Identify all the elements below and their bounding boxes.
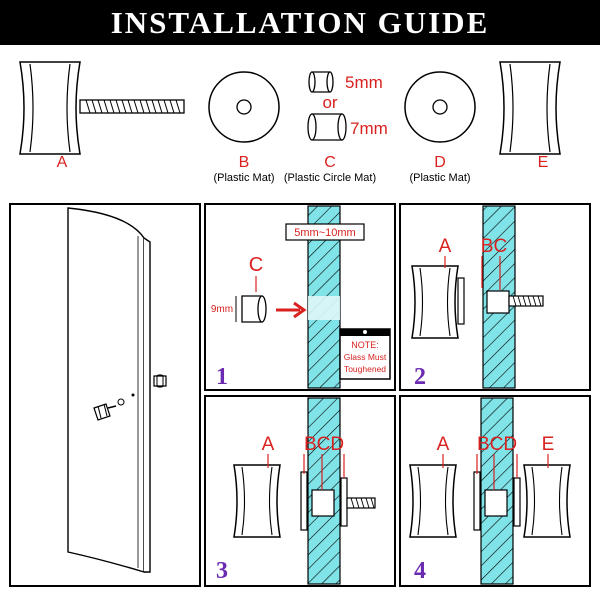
part-c-size-5mm: 5mm [345, 73, 383, 92]
step-3-panel: A BCD 3 [204, 395, 396, 587]
step-number: 1 [216, 364, 228, 390]
installation-diagram: A B (Plastic Mat) 5mm or 7mm C (Plastic … [9, 61, 591, 587]
part-a-letter: A [57, 154, 68, 171]
door-knob-outer [153, 374, 167, 388]
parts-bcd-label: BCD [304, 434, 344, 455]
part-e-label: E [542, 434, 555, 455]
part-c-label: C [249, 254, 263, 276]
door-overview-panel [9, 203, 201, 587]
step-number: 4 [414, 558, 426, 584]
parts-bcd-label: BCD [477, 434, 517, 455]
part-d-desc: (Plastic Mat) [409, 172, 470, 184]
part-c-or: or [322, 93, 337, 112]
parts-bc-label: BC [481, 236, 507, 257]
page-title: INSTALLATION GUIDE [0, 0, 600, 45]
part-d-letter: D [434, 154, 446, 171]
step-1-panel: 5mm~10mm C 9mm NOTE: Glass Must Toughene… [204, 203, 396, 391]
part-a-label: A [262, 434, 275, 455]
note-title: NOTE: [351, 340, 379, 350]
step-number: 2 [414, 364, 426, 390]
part-c-desc: (Plastic Circle Mat) [284, 172, 376, 184]
part-c-letter: C [324, 154, 336, 171]
step-number: 3 [216, 558, 228, 584]
part-b-letter: B [239, 154, 250, 171]
part-b-desc: (Plastic Mat) [213, 172, 274, 184]
glass-thickness-range: 5mm~10mm [294, 227, 355, 239]
part-a-label: A [437, 434, 450, 455]
part-a: A [19, 61, 185, 171]
note-tag: NOTE: Glass Must Toughened [339, 328, 391, 380]
insert-arrow [276, 301, 307, 319]
dimension-9mm: 9mm [211, 304, 233, 315]
step-2-panel: A BC 2 [399, 203, 591, 391]
step-4-panel: A BCD E 4 [399, 395, 591, 587]
part-c-size-7mm: 7mm [350, 119, 388, 138]
note-line-1: Glass Must [344, 352, 387, 362]
part-b: B (Plastic Mat) [208, 71, 280, 184]
door-knob-inner [93, 393, 135, 421]
part-e-letter: E [538, 154, 549, 171]
part-d: D (Plastic Mat) [404, 71, 476, 184]
part-a-label: A [439, 236, 452, 257]
note-line-2: Toughened [344, 364, 386, 374]
part-e: E [499, 61, 561, 171]
part-c: 5mm or 7mm C (Plastic Circle Mat) [284, 71, 388, 184]
